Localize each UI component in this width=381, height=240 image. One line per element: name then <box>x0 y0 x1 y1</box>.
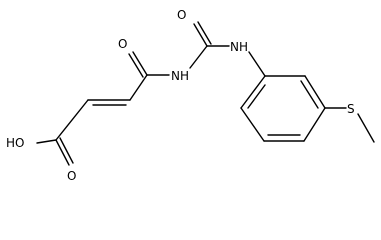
bond-c1-o-hydroxyl <box>36 139 57 144</box>
bond-c5-o-a <box>193 23 208 47</box>
ring-bond-2 <box>240 107 265 142</box>
ring-bond-4 <box>303 107 326 142</box>
ring-bond-5-inner <box>300 80 319 109</box>
ring-bond-5 <box>304 75 326 109</box>
bond-c4-o-a <box>132 51 148 76</box>
label-hydroxyl: HO <box>6 136 24 150</box>
bond-c1-o-carbonyl-b <box>59 137 74 164</box>
bond-n2-aryl <box>248 51 266 77</box>
label-amide-oxygen: O <box>118 37 127 51</box>
label-imide-nitrogen: NH <box>171 69 189 83</box>
bond-s-methyl <box>357 113 375 143</box>
bond-c5-o-b <box>197 21 212 45</box>
bond-c1-o-carbonyl-a <box>55 139 70 166</box>
bond-c4-o-b <box>128 53 144 78</box>
ring-bond-1-inner <box>247 84 266 109</box>
label-acid-carbonyl-oxygen: O <box>67 169 76 183</box>
label-sulfur: S <box>347 102 355 116</box>
label-aryl-nitrogen: NH <box>230 40 248 54</box>
ring-bond-1 <box>240 75 266 109</box>
bond-c3-c4 <box>129 74 148 101</box>
molecule-structure-diagram: HO O O NH O NH S <box>6 8 375 183</box>
label-urea-oxygen: O <box>177 8 186 22</box>
bond-c1-c2 <box>55 99 89 141</box>
bond-n1-c5 <box>189 45 208 69</box>
